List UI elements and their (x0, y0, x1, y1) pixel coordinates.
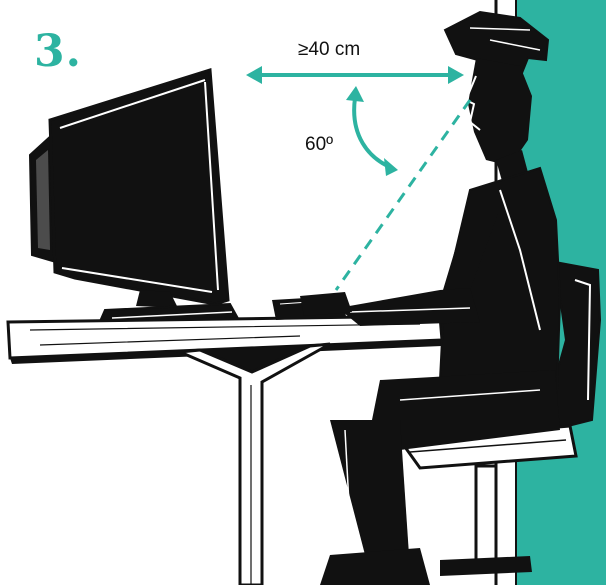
monitor (30, 70, 240, 326)
angle-arc-arrow (346, 86, 398, 176)
angle-label: 60º (305, 135, 333, 155)
step-number: 3. (34, 30, 82, 74)
distance-arrow (246, 66, 464, 84)
distance-label: ≥40 cm (298, 40, 360, 60)
